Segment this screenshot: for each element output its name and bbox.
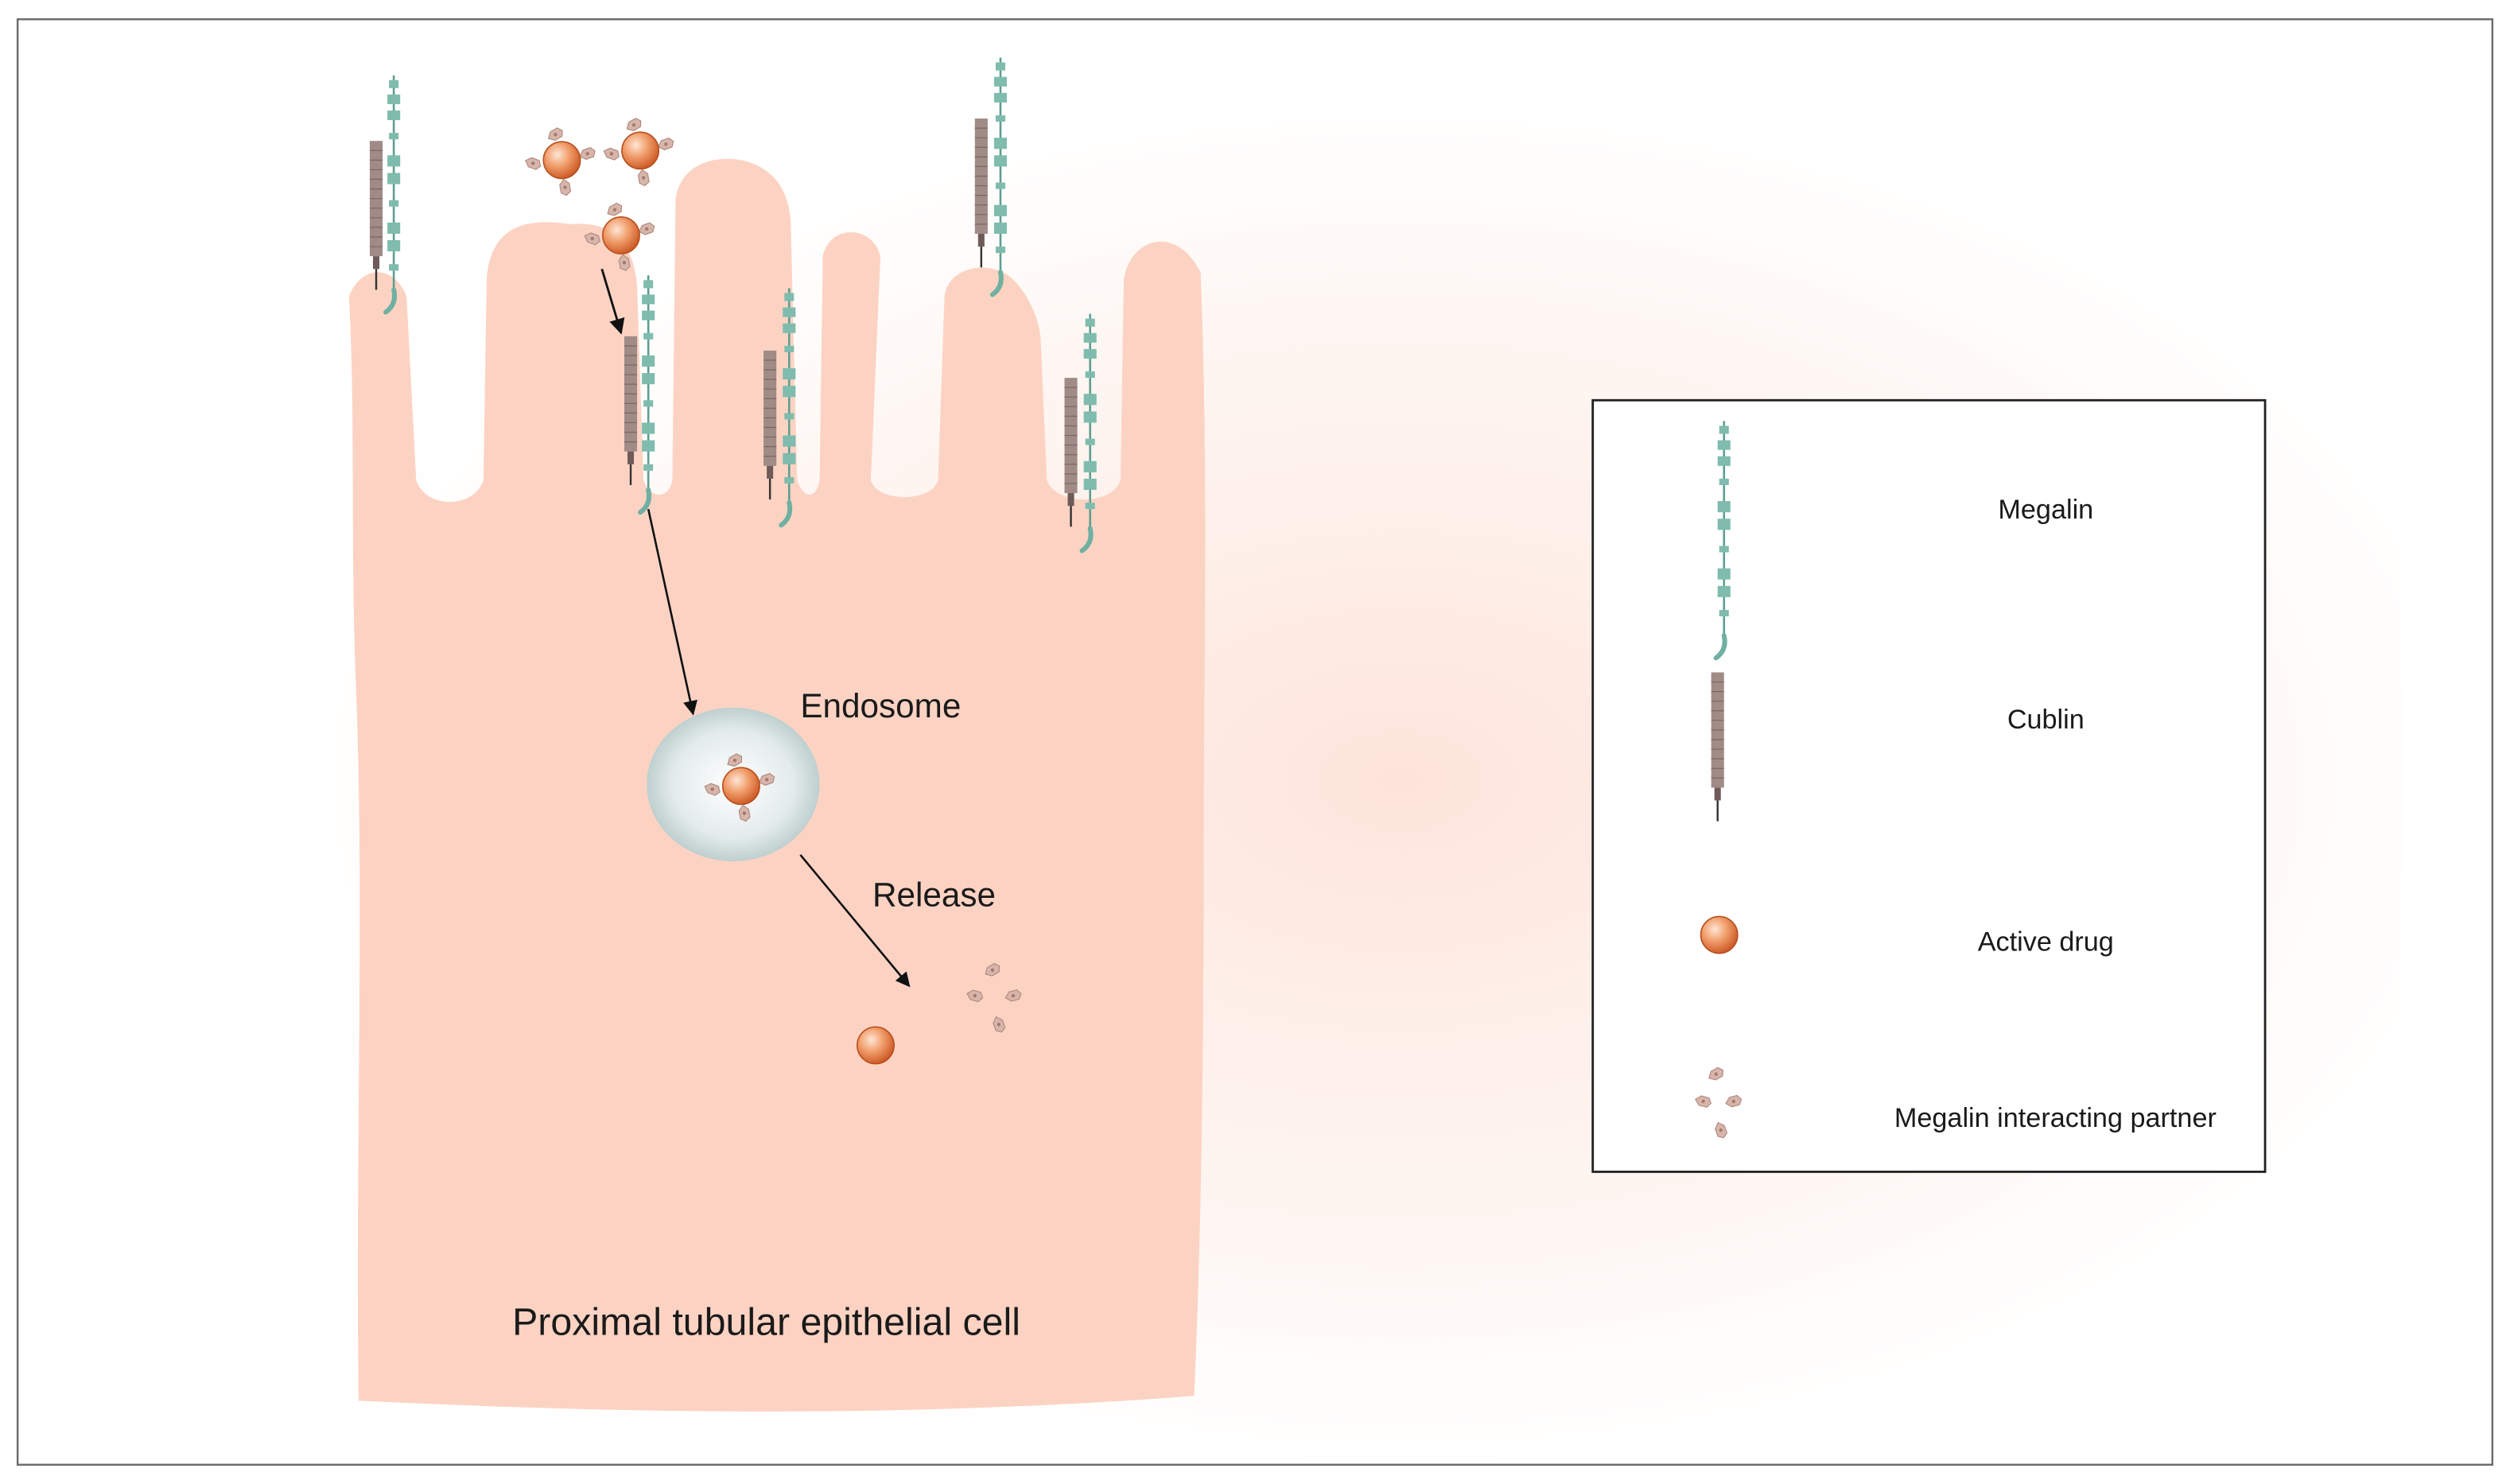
legend: Megalin Cublin Active drug Megalin inter… xyxy=(1591,398,2267,1173)
endosome xyxy=(647,707,820,861)
legend-active-drug-label: Active drug xyxy=(1978,927,2114,958)
release-label: Release xyxy=(872,876,996,913)
binding-arrow xyxy=(600,268,625,335)
legend-partner-label: Megalin interacting partner xyxy=(1894,1103,2217,1133)
legend-active-drug-icon xyxy=(1700,915,1739,954)
endocytosis-arrow xyxy=(647,508,697,716)
legend-megalin-label: Megalin xyxy=(1998,495,2093,525)
legend-cublin-label: Cublin xyxy=(2007,705,2085,735)
figure-frame xyxy=(16,18,2494,1466)
legend-box xyxy=(1591,398,2267,1173)
endosome-label: Endosome xyxy=(800,687,961,725)
released-drug-icon xyxy=(857,1026,895,1065)
cell-label: Proximal tubular epithelial cell xyxy=(512,1301,1020,1344)
release-arrow xyxy=(799,854,911,988)
